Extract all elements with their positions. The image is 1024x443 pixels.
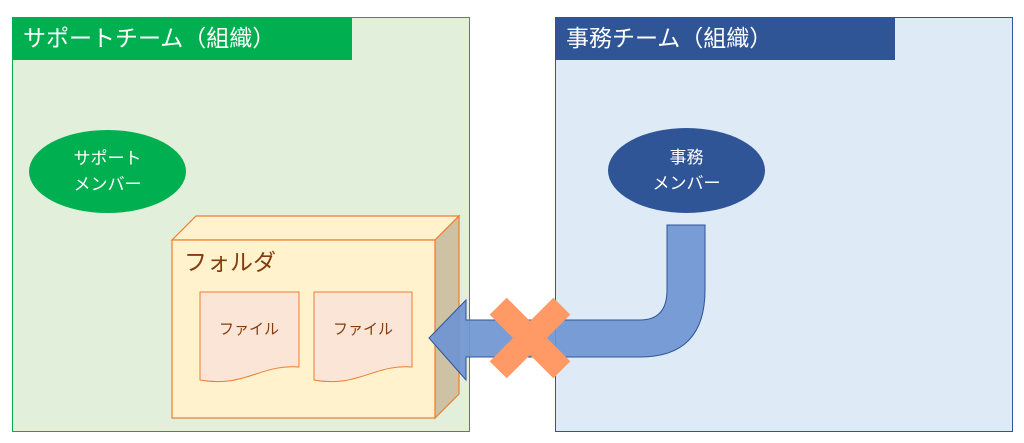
office-member-line1: 事務	[669, 147, 704, 168]
office-member-node: 事務 メンバー	[608, 128, 765, 213]
file-label-2: ファイル	[332, 320, 393, 338]
support-member-line1: サポート	[73, 148, 142, 169]
file-label-1: ファイル	[218, 320, 279, 338]
file-icon-1	[199, 291, 300, 383]
folder-label: フォルダ	[184, 250, 276, 276]
file-icon-2	[313, 291, 413, 383]
support-team-title: サポートチーム（組織）	[13, 18, 352, 60]
support-member-line2: メンバー	[73, 174, 142, 195]
office-member-line2: メンバー	[652, 173, 721, 194]
access-arrow	[428, 224, 706, 382]
blocked-x-icon	[489, 297, 571, 379]
office-team-group: 事務チーム（組織）	[555, 17, 1013, 432]
office-team-title: 事務チーム（組織）	[556, 18, 895, 60]
support-member-node: サポート メンバー	[29, 130, 186, 213]
